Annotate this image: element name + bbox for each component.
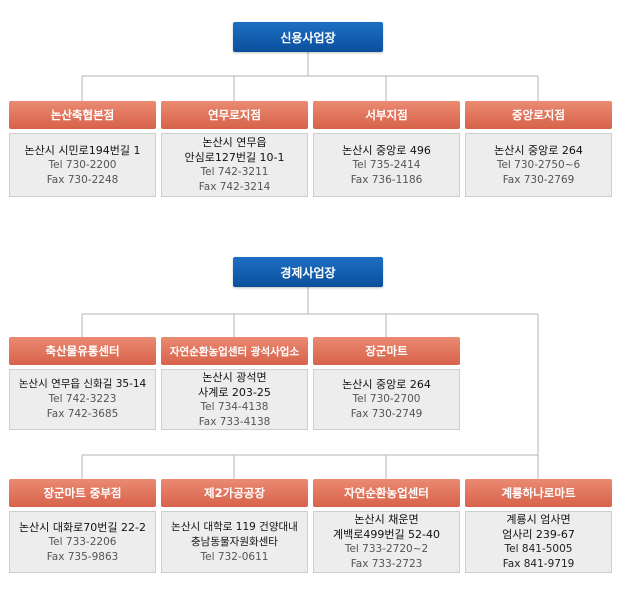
- node-title: 장군마트: [313, 337, 460, 365]
- tel: Tel 732-0611: [200, 550, 269, 563]
- node-title: 자연순환농업센터 광석사업소: [161, 337, 308, 365]
- address: 논산시 채운면 계백로499번길 52-40: [332, 513, 441, 541]
- fax: Fax 742-3685: [46, 408, 119, 420]
- tel: Tel 730-2700: [352, 393, 421, 405]
- tel: Tel 742-3223: [48, 393, 117, 405]
- tel: Tel 733-2206: [48, 535, 117, 548]
- node-info: 논산시 연무읍 안심로127번길 10-1 Tel 742-3211 Fax 7…: [161, 133, 308, 197]
- node-title: 자연순환농업센터: [313, 479, 460, 507]
- node-processing-plant-2[interactable]: 제2가공공장 논산시 대학로 119 건양대내 충남동물자원화센타 Tel 73…: [161, 479, 308, 573]
- node-title: 서부지점: [313, 101, 460, 129]
- node-seobu-branch[interactable]: 서부지점 논산시 중앙로 496 Tel 735-2414 Fax 736-11…: [313, 101, 460, 197]
- section-head-economic[interactable]: 경제사업장: [233, 257, 383, 287]
- tel: Tel 733-2720~2: [344, 543, 429, 555]
- node-janggun-mart-jungbu[interactable]: 장군마트 중부점 논산시 대화로70번길 22-2 Tel 733-2206 F…: [9, 479, 156, 573]
- node-livestock-distribution[interactable]: 축산물유통센터 논산시 연무읍 신화길 35-14 Tel 742-3223 F…: [9, 337, 156, 430]
- address: 논산시 광석면 사계로 203-25: [198, 370, 271, 399]
- fax: Fax 730-2248: [46, 173, 119, 186]
- fax: Fax 736-1186: [350, 173, 423, 186]
- node-title: 중앙로지점: [465, 101, 612, 129]
- address: 논산시 대학로 119 건양대내 충남동물자원화센타: [171, 520, 298, 548]
- fax: Fax 735-9863: [46, 550, 119, 563]
- address: 논산시 연무읍 안심로127번길 10-1: [184, 136, 285, 164]
- fax: Fax 730-2769: [502, 173, 575, 186]
- tel: Tel 841-5005: [504, 543, 573, 555]
- node-janggun-mart[interactable]: 장군마트 논산시 중앙로 264 Tel 730-2700 Fax 730-27…: [313, 337, 460, 430]
- tel: Tel 730-2750~6: [496, 158, 581, 171]
- node-info: 논산시 중앙로 264 Tel 730-2750~6 Fax 730-2769: [465, 133, 612, 197]
- node-gyeryong-hanaro-mart[interactable]: 계룡하나로마트 계룡시 엄사면 엄사리 239-67 Tel 841-5005 …: [465, 479, 612, 573]
- fax: Fax 733-4138: [198, 415, 271, 428]
- node-yeonmuro-branch[interactable]: 연무로지점 논산시 연무읍 안심로127번길 10-1 Tel 742-3211…: [161, 101, 308, 197]
- node-info: 논산시 연무읍 신화길 35-14 Tel 742-3223 Fax 742-3…: [9, 369, 156, 430]
- node-title: 연무로지점: [161, 101, 308, 129]
- node-title: 장군마트 중부점: [9, 479, 156, 507]
- fax: Fax 841-9719: [502, 558, 575, 570]
- node-info: 논산시 시민로194번길 1 Tel 730-2200 Fax 730-2248: [9, 133, 156, 197]
- node-info: 논산시 중앙로 496 Tel 735-2414 Fax 736-1186: [313, 133, 460, 197]
- tel: Tel 735-2414: [352, 158, 421, 171]
- node-title: 축산물유통센터: [9, 337, 156, 365]
- address: 논산시 중앙로 264: [494, 143, 583, 157]
- node-jungangro-branch[interactable]: 중앙로지점 논산시 중앙로 264 Tel 730-2750~6 Fax 730…: [465, 101, 612, 197]
- node-info: 계룡시 엄사면 엄사리 239-67 Tel 841-5005 Fax 841-…: [465, 511, 612, 573]
- fax: Fax 730-2749: [350, 408, 423, 420]
- node-title: 제2가공공장: [161, 479, 308, 507]
- node-info: 논산시 대화로70번길 22-2 Tel 733-2206 Fax 735-98…: [9, 511, 156, 573]
- tel: Tel 730-2200: [48, 158, 117, 171]
- node-info: 논산시 중앙로 264 Tel 730-2700 Fax 730-2749: [313, 369, 460, 430]
- tel: Tel 742-3211: [200, 166, 269, 178]
- node-info: 논산시 채운면 계백로499번길 52-40 Tel 733-2720~2 Fa…: [313, 511, 460, 573]
- tel: Tel 734-4138: [200, 400, 269, 413]
- node-title: 논산축협본점: [9, 101, 156, 129]
- node-credit-hq[interactable]: 논산축협본점 논산시 시민로194번길 1 Tel 730-2200 Fax 7…: [9, 101, 156, 197]
- fax: Fax 742-3214: [198, 181, 271, 193]
- section-head-credit[interactable]: 신용사업장: [233, 22, 383, 52]
- node-info: 논산시 광석면 사계로 203-25 Tel 734-4138 Fax 733-…: [161, 369, 308, 430]
- node-natural-circulation-center[interactable]: 자연순환농업센터 논산시 채운면 계백로499번길 52-40 Tel 733-…: [313, 479, 460, 573]
- address: 논산시 대화로70번길 22-2: [19, 520, 146, 534]
- address: 논산시 연무읍 신화길 35-14: [18, 378, 147, 390]
- node-info: 논산시 대학로 119 건양대내 충남동물자원화센타 Tel 732-0611: [161, 511, 308, 573]
- address: 논산시 중앙로 496: [342, 143, 431, 157]
- address: 계룡시 엄사면 엄사리 239-67: [502, 513, 575, 541]
- fax: Fax 733-2723: [350, 558, 423, 570]
- node-gwangseok-center[interactable]: 자연순환농업센터 광석사업소 논산시 광석면 사계로 203-25 Tel 73…: [161, 337, 308, 430]
- node-title: 계룡하나로마트: [465, 479, 612, 507]
- address: 논산시 시민로194번길 1: [24, 143, 141, 157]
- address: 논산시 중앙로 264: [342, 378, 431, 391]
